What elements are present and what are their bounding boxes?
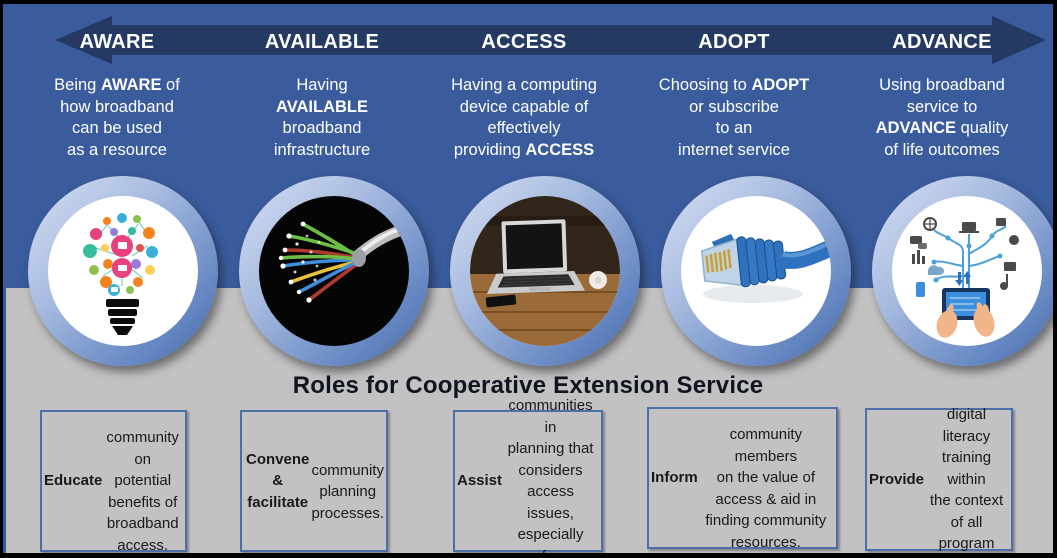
double-arrow-shape: [55, 16, 1046, 64]
fiber-optic-image: [259, 196, 409, 346]
stage-description-aware: Being AWARE of how broadband can be used…: [54, 76, 180, 159]
stage-description-advance: Using broadband service to ADVANCE quali…: [875, 76, 1009, 159]
stage-label-advance: ADVANCE: [892, 31, 992, 53]
role-box-provide: Provide digital literacy training within…: [865, 406, 1013, 552]
stage-label-adopt: ADOPT: [698, 31, 770, 53]
laptop-photo-image: [470, 196, 620, 346]
ethernet-connector-image: [681, 196, 831, 346]
aware-circle: [28, 176, 218, 366]
access-circle: [450, 176, 640, 366]
lightbulb-collage-image: [48, 196, 198, 346]
adopt-circle: [661, 176, 851, 366]
stage-description-adopt: Choosing to ADOPT or subscribe to an int…: [658, 76, 810, 159]
stage-label-aware: AWARE: [79, 31, 155, 53]
available-circle: [239, 176, 429, 366]
stage-description-available: Having AVAILABLE broadband infrastructur…: [273, 76, 371, 159]
digital-devices-tablet-image: [892, 196, 1042, 346]
stage-description-access: Having a computing device capable of eff…: [451, 76, 597, 159]
advance-circle: [872, 176, 1053, 366]
role-box-assist: Assist communities in planning that cons…: [453, 397, 603, 553]
stage-label-available: AVAILABLE: [264, 31, 380, 53]
stage-arrow-banner: [55, 16, 1046, 64]
roles-section-title: Roles for Cooperative Extension Service: [292, 372, 764, 399]
stage-label-access: ACCESS: [481, 31, 567, 53]
role-box-educate: Educate community on potential benefits …: [40, 410, 187, 553]
infographic-canvas: AWARE AVAILABLE ACCESS ADOPT ADVANCE Bei…: [3, 4, 1053, 553]
role-box-convene: Convene & facilitate community planning …: [240, 410, 388, 552]
role-box-inform: Inform community members on the value of…: [647, 407, 838, 551]
